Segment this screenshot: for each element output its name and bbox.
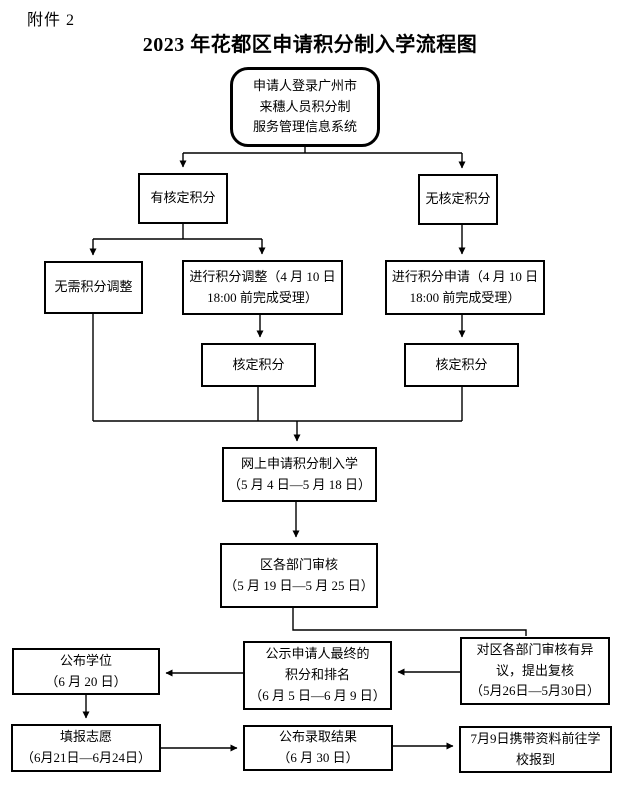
- node-text: 无需积分调整: [54, 279, 133, 295]
- page-title: 2023 年花都区申请积分制入学流程图: [142, 34, 478, 56]
- node-text: 公布学位: [59, 652, 112, 668]
- node-fill-preferences: 填报志愿 （6月21日—6月24日）: [11, 724, 161, 772]
- node-text: 18:00 前完成受理）: [409, 289, 521, 305]
- node-text: 申请人登录广州市: [252, 77, 357, 93]
- node-text: 公示申请人最终的: [265, 646, 370, 662]
- node-login-system: 申请人登录广州市 来穗人员积分制 服务管理信息系统: [230, 67, 380, 147]
- node-text: 对区各部门审核有异: [476, 641, 594, 657]
- node-publish-final-ranking: 公示申请人最终的 积分和排名 （6 月 5 日—6 月 9 日）: [243, 641, 392, 710]
- node-text: 18:00 前完成受理）: [207, 289, 318, 305]
- node-text: 核定积分: [232, 356, 285, 372]
- node-has-verified-points: 有核定积分: [138, 173, 228, 224]
- node-text: （6 月 5 日—6 月 9 日）: [249, 687, 386, 703]
- node-text: 核定积分: [435, 356, 488, 372]
- node-text: 7月9日携带资料前往学: [470, 730, 601, 746]
- node-text: 公布录取结果: [278, 729, 357, 745]
- node-text: 议，提出复核: [495, 662, 574, 678]
- node-no-verified-points: 无核定积分: [418, 174, 498, 225]
- node-text: 进行积分申请（4 月 10 日: [391, 268, 539, 284]
- node-apply-points: 进行积分申请（4 月 10 日 18:00 前完成受理）: [385, 260, 545, 315]
- node-report-to-school: 7月9日携带资料前往学 校报到: [459, 726, 612, 773]
- node-text: 来穗人员积分制: [259, 98, 351, 114]
- node-text: 网上申请积分制入学: [240, 455, 358, 471]
- node-text: 区各部门审核: [259, 556, 338, 572]
- node-text: 积分和排名: [284, 667, 350, 683]
- node-publish-seats: 公布学位 （6 月 20 日）: [12, 648, 160, 695]
- node-objection-recheck: 对区各部门审核有异 议，提出复核 （5月26日—5月30日）: [460, 637, 610, 705]
- node-text: 进行积分调整（4 月 10 日: [189, 268, 336, 284]
- node-text: （6月21日—6月24日）: [20, 750, 151, 765]
- node-text: 无核定积分: [425, 191, 491, 207]
- node-text: （5 月 19 日—5 月 25 日）: [224, 577, 374, 593]
- node-text: 填报志愿: [59, 729, 112, 745]
- node-text: （5月26日—5月30日）: [469, 683, 600, 699]
- node-verified-points-left: 核定积分: [201, 343, 316, 387]
- node-district-review: 区各部门审核 （5 月 19 日—5 月 25 日）: [220, 543, 378, 608]
- node-text: 有核定积分: [150, 190, 216, 206]
- node-publish-admission-results: 公布录取结果 （6 月 30 日）: [243, 725, 393, 771]
- node-verified-points-right: 核定积分: [404, 343, 519, 387]
- node-text: （5 月 4 日—5 月 18 日）: [227, 476, 371, 492]
- node-text: （6 月 30 日）: [277, 750, 359, 765]
- attachment-label: 附件 2: [27, 12, 76, 29]
- node-text: （6 月 20 日）: [45, 673, 127, 689]
- node-online-application: 网上申请积分制入学 （5 月 4 日—5 月 18 日）: [222, 447, 377, 502]
- node-adjust-points: 进行积分调整（4 月 10 日 18:00 前完成受理）: [182, 260, 343, 315]
- node-no-adjust-needed: 无需积分调整: [44, 261, 143, 314]
- node-text: 校报到: [515, 751, 555, 767]
- node-text: 服务管理信息系统: [252, 119, 357, 135]
